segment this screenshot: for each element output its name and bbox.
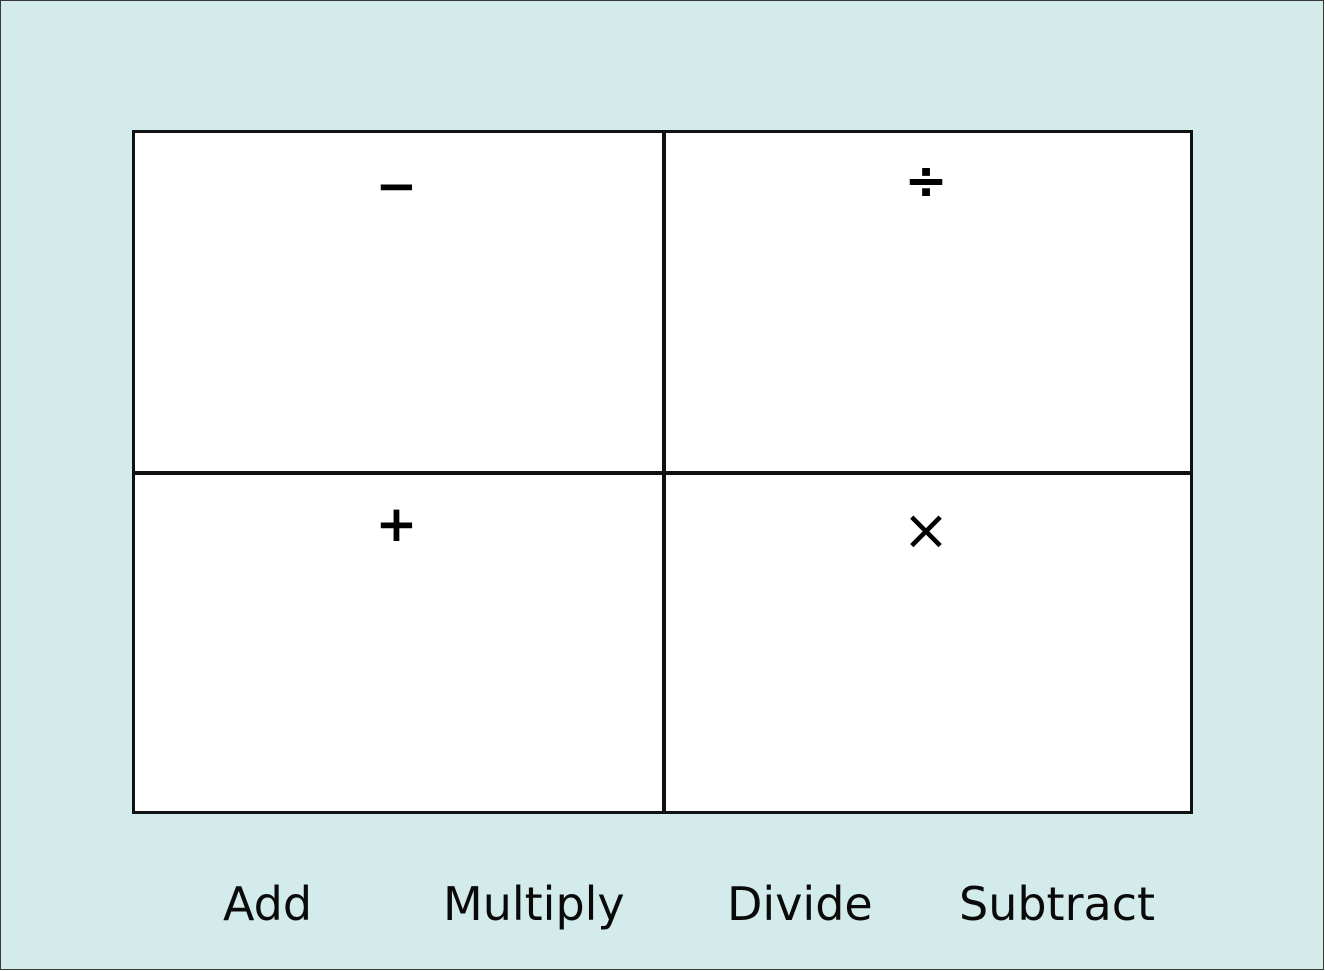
multiply-icon: ×	[902, 498, 950, 563]
operation-sort-grid: − ÷ + ×	[132, 130, 1193, 814]
drop-zone-multiply[interactable]: ×	[666, 475, 1190, 811]
label-add[interactable]: Add	[223, 877, 313, 931]
minus-icon: −	[375, 157, 418, 215]
drop-zone-divide[interactable]: ÷	[666, 133, 1190, 471]
label-subtract[interactable]: Subtract	[959, 877, 1156, 931]
drop-zone-plus[interactable]: +	[135, 475, 662, 811]
drop-zone-minus[interactable]: −	[135, 133, 662, 471]
plus-icon: +	[375, 495, 418, 553]
label-multiply[interactable]: Multiply	[443, 877, 625, 931]
grid-divider-horizontal	[135, 471, 1190, 475]
label-divide[interactable]: Divide	[727, 877, 873, 931]
divide-icon: ÷	[904, 151, 948, 211]
